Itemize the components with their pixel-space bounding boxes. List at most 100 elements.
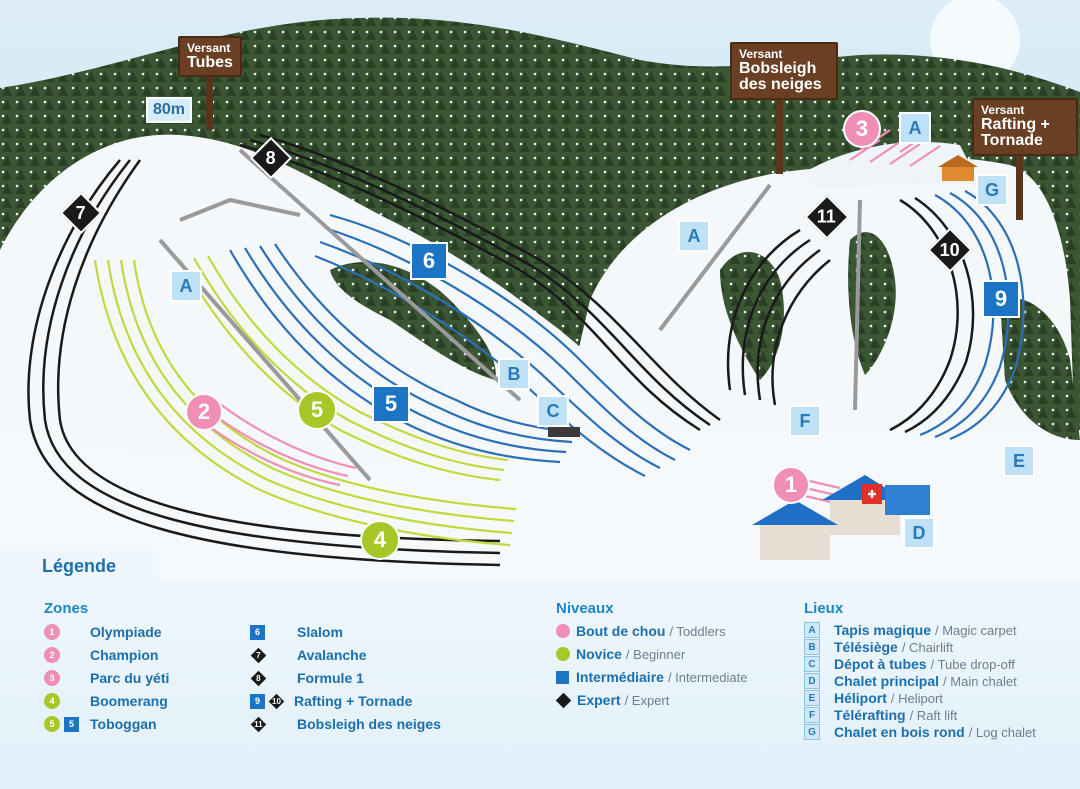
- marker-boomerang[interactable]: 4: [360, 520, 400, 560]
- zone-label: Rafting + Tornade: [294, 693, 413, 709]
- sign-label-small: Versant: [187, 41, 231, 55]
- zone-label: Parc du yéti: [90, 670, 170, 686]
- run-avalanche-lines: [27, 159, 501, 567]
- legend-level-intermediate: Intermédiaire / Intermediate: [556, 667, 747, 687]
- legend-place-log-chalet: G Chalet en bois rond / Log chalet: [804, 722, 1036, 742]
- sign-label-large: Bobsleigh des neiges: [739, 59, 822, 94]
- main-chalet-building: [752, 475, 930, 560]
- sign-versant-bobsleigh: Versant Bobsleigh des neiges: [730, 42, 838, 101]
- place-sub: / Chairlift: [901, 639, 954, 655]
- zone-label: Formule 1: [297, 670, 364, 686]
- legend-place-magic-carpet: A Tapis magique / Magic carpet: [804, 620, 1017, 640]
- marker-olympiade[interactable]: 1: [772, 466, 810, 504]
- zone-label: Boomerang: [90, 693, 168, 709]
- marker-tapis-magique[interactable]: A: [678, 220, 710, 252]
- level-sub: / Intermediate: [667, 669, 748, 685]
- place-label: Tapis magique: [834, 622, 931, 638]
- place-sub: / Main chalet: [943, 673, 1017, 689]
- sign-post: [1016, 150, 1023, 220]
- legend-zone-olympiade: 1 Olympiade: [44, 622, 162, 642]
- green-circle-icon: 5: [44, 716, 60, 732]
- level-sub: / Beginner: [625, 646, 686, 662]
- run-toboggan-green-lines: [179, 255, 509, 482]
- place-label: Chalet principal: [834, 673, 940, 689]
- legend-zone-avalanche: 7 Avalanche: [250, 645, 367, 665]
- level-label: Expert: [577, 692, 621, 708]
- letter-g-icon: G: [804, 724, 820, 740]
- marker-tapis-magique[interactable]: A: [899, 112, 931, 144]
- green-dot-icon: [556, 647, 570, 661]
- place-label: Héliport: [834, 690, 887, 706]
- sign-versant-tubes: Versant Tubes: [178, 36, 242, 78]
- letter-b-icon: B: [804, 639, 820, 655]
- marker-heliport[interactable]: E: [1003, 445, 1035, 477]
- marker-chalet-principal[interactable]: D: [903, 517, 935, 549]
- marker-parc-du-yeti[interactable]: 3: [843, 110, 881, 148]
- marker-telerafting[interactable]: F: [789, 405, 821, 437]
- marker-label: 10: [939, 239, 961, 260]
- tree-cluster: [1000, 298, 1080, 440]
- pink-circle-icon: 3: [44, 670, 60, 686]
- marker-tapis-magique[interactable]: A: [170, 270, 202, 302]
- legend-place-tube-drop-off: C Dépot à tubes / Tube drop-off: [804, 654, 1015, 674]
- marker-chalet-en-bois-rond[interactable]: G: [976, 174, 1008, 206]
- marker-label: 7: [75, 202, 87, 223]
- icon-number: 7: [256, 650, 261, 660]
- run-rafting-lines: [919, 190, 1025, 441]
- legend-level-toddlers: Bout de chou / Toddlers: [556, 621, 726, 641]
- marker-label: 8: [265, 147, 277, 168]
- legend-place-main-chalet: D Chalet principal / Main chalet: [804, 671, 1017, 691]
- black-diamond-icon: 7: [250, 647, 267, 663]
- place-label: Chalet en bois rond: [834, 724, 965, 740]
- legend-zone-parc-du-yeti: 3 Parc du yéti: [44, 668, 169, 688]
- place-sub: / Tube drop-off: [930, 656, 1015, 672]
- letter-f-icon: F: [804, 707, 820, 723]
- legend-place-raft-lift: F Télérafting / Raft lift: [804, 705, 957, 725]
- zone-label: Champion: [90, 647, 159, 663]
- legend-tab: [0, 550, 158, 584]
- marker-telesiege[interactable]: B: [498, 358, 530, 390]
- pink-circle-icon: 2: [44, 647, 60, 663]
- marker-toboggan-blue[interactable]: 5: [372, 385, 410, 423]
- legend-place-chairlift: B Télésiège / Chairlift: [804, 637, 953, 657]
- legend-title: Légende: [42, 556, 117, 576]
- zone-label: Avalanche: [297, 647, 367, 663]
- sign-versant-rafting: Versant Rafting + Tornade: [972, 98, 1078, 157]
- marker-toboggan-green[interactable]: 5: [297, 390, 337, 430]
- place-label: Télésiège: [834, 639, 898, 655]
- legend-level-beginner: Novice / Beginner: [556, 644, 685, 664]
- marker-slalom[interactable]: 6: [410, 242, 448, 280]
- level-label: Bout de chou: [576, 623, 666, 639]
- level-label: Intermédiaire: [576, 669, 664, 685]
- trail-map-illustration: [0, 0, 1080, 585]
- run-boomerang-lines: [93, 259, 517, 547]
- marker-champion[interactable]: 2: [185, 393, 223, 431]
- tree-cluster: [330, 261, 496, 380]
- place-sub: / Magic carpet: [934, 622, 1017, 638]
- run-champion-lines: [199, 403, 357, 487]
- legend-place-heliport: E Héliport / Heliport: [804, 688, 943, 708]
- sign-post: [776, 96, 783, 174]
- place-sub: / Heliport: [890, 690, 943, 706]
- place-sub: / Raft lift: [909, 707, 958, 723]
- blue-square-icon: [556, 670, 569, 684]
- letter-c-icon: C: [804, 656, 820, 672]
- letter-d-icon: D: [804, 673, 820, 689]
- marker-rafting[interactable]: 9: [982, 280, 1020, 318]
- marker-depot-a-tubes[interactable]: C: [537, 395, 569, 427]
- legend-zone-rafting-tornade: 9 10 Rafting + Tornade: [250, 691, 412, 711]
- tube-drop-off-building: [548, 427, 580, 437]
- place-sub: / Log chalet: [968, 724, 1036, 740]
- run-bobsleigh-lines: [726, 228, 831, 406]
- pink-dot-icon: [556, 624, 570, 638]
- blue-square-icon: 5: [64, 716, 79, 732]
- legend-zone-boomerang: 4 Boomerang: [44, 691, 168, 711]
- black-diamond-icon: 10: [268, 693, 285, 709]
- niveaux-title: Niveaux: [556, 600, 614, 617]
- legend-level-expert: Expert / Expert: [555, 690, 669, 710]
- legend-zone-formule-1: 8 Formule 1: [250, 668, 364, 688]
- legend-zone-toboggan: 5 5 Toboggan: [44, 714, 157, 734]
- place-label: Télérafting: [834, 707, 906, 723]
- zone-label: Slalom: [297, 624, 343, 640]
